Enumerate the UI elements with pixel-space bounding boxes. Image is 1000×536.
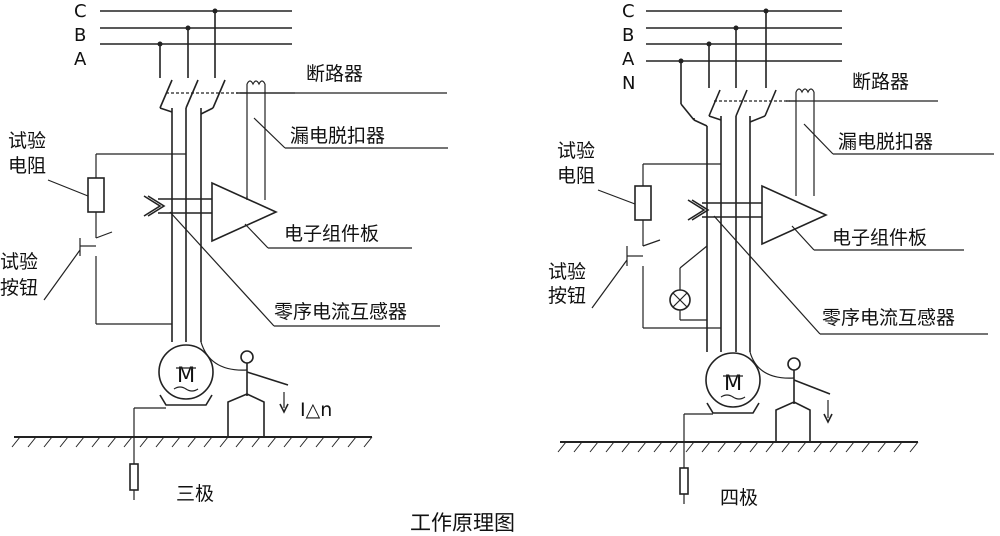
electronic-board xyxy=(211,181,278,243)
zero-sequence-ct xyxy=(143,195,214,217)
label-breaker-right: 断路器 xyxy=(852,71,909,93)
motor-label-right: M xyxy=(724,371,742,395)
phase-label-b-right: B xyxy=(622,25,634,46)
label-breaker: 断路器 xyxy=(306,63,363,85)
test-resistor-icon-right xyxy=(634,185,652,221)
three-pole-diagram: C B A xyxy=(0,1,448,505)
release-coil-icon xyxy=(246,80,266,86)
motor-icon xyxy=(158,344,214,400)
label-test-button-right-1: 试验 xyxy=(548,261,586,283)
phase-label-b: B xyxy=(74,25,86,46)
test-button-icon-right xyxy=(642,239,661,247)
label-test-resistor-right-2: 电阻 xyxy=(557,165,595,187)
motor-icon-right xyxy=(705,352,761,408)
four-pole-diagram: C B A N xyxy=(548,1,994,509)
release-coil-icon-right xyxy=(795,88,815,94)
label-electronic-board-right: 电子组件板 xyxy=(832,227,927,249)
motor: M xyxy=(158,344,214,406)
test-button-icon xyxy=(95,231,113,239)
person-figure-right xyxy=(749,351,831,442)
breaker-contacts-right xyxy=(708,89,790,117)
caption-three-pole: 三极 xyxy=(176,483,214,505)
phase-label-c-right: C xyxy=(622,1,635,22)
test-circuit-right xyxy=(626,163,721,329)
zero-sequence-ct-right xyxy=(687,199,764,221)
diagram-title: 工作原理图 xyxy=(410,511,515,535)
phase-label-a-right: A xyxy=(622,49,635,70)
ground-electrode-icon-right xyxy=(679,467,689,495)
label-test-button-right-2: 按钮 xyxy=(548,285,586,307)
label-test-resistor-right-1: 试验 xyxy=(557,140,595,162)
person-head-icon-right xyxy=(787,357,801,371)
phase-label-a: A xyxy=(74,49,87,70)
label-zero-seq-ct: 零序电流互感器 xyxy=(274,301,407,323)
motor-right: M xyxy=(705,352,761,414)
phase-label-c: C xyxy=(74,1,87,22)
test-circuit xyxy=(79,153,186,325)
label-test-resistor-2: 电阻 xyxy=(8,155,46,177)
label-leakage-release-right: 漏电脱扣器 xyxy=(838,131,933,153)
label-test-resistor-1: 试验 xyxy=(8,130,46,152)
leakage-current-label: I△n xyxy=(300,399,332,421)
caption-four-pole: 四极 xyxy=(720,487,758,509)
electronic-board-right xyxy=(761,184,828,246)
motor-label: M xyxy=(177,363,195,387)
label-zero-seq-ct-right: 零序电流互感器 xyxy=(822,307,955,329)
test-resistor-icon xyxy=(87,177,105,213)
label-test-button-1: 试验 xyxy=(0,251,38,273)
ground-hatch-right xyxy=(557,441,919,453)
phase-label-n-right: N xyxy=(622,73,635,94)
ground-electrode-icon xyxy=(129,463,139,491)
person-figure xyxy=(200,341,289,436)
indicator-lamp xyxy=(669,245,708,321)
ground-hatch xyxy=(11,436,373,448)
label-leakage-release: 漏电脱扣器 xyxy=(290,125,385,147)
person-head-icon xyxy=(240,350,254,364)
breaker-contacts xyxy=(159,79,238,109)
label-electronic-board: 电子组件板 xyxy=(284,223,379,245)
label-test-button-2: 按钮 xyxy=(0,277,38,299)
